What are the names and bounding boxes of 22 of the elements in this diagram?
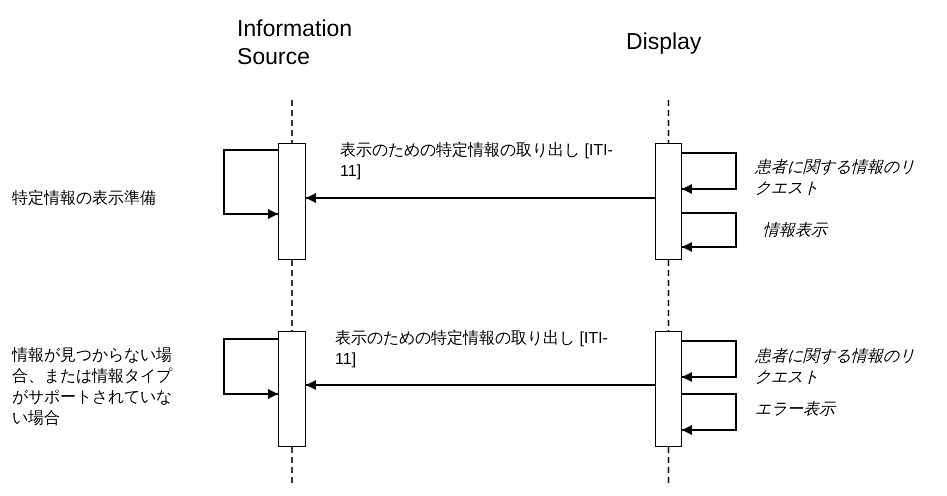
message-arrow bbox=[306, 380, 655, 390]
self-message-arrow bbox=[682, 340, 737, 382]
activation-bar bbox=[655, 331, 682, 447]
message-label: 表示のための特定情報の取り出し [ITI-11] bbox=[340, 140, 614, 182]
activation-bar bbox=[655, 143, 682, 260]
self-message-arrow bbox=[682, 393, 737, 435]
participant-label: Information Source bbox=[237, 14, 357, 70]
self-message-arrow bbox=[682, 212, 737, 252]
lifeline bbox=[291, 447, 293, 485]
activation-bar bbox=[278, 331, 306, 447]
self-message-arrow bbox=[682, 152, 737, 194]
lifeline bbox=[291, 260, 293, 331]
activation-bar bbox=[278, 143, 306, 260]
self-message-arrow bbox=[223, 149, 278, 219]
message-label: 表示のための特定情報の取り出し [ITI-11] bbox=[335, 328, 609, 370]
participant-label: Display bbox=[626, 27, 726, 55]
lifeline bbox=[291, 100, 293, 143]
self-message-arrow bbox=[223, 338, 278, 399]
lifeline bbox=[668, 100, 670, 143]
message-arrow bbox=[306, 193, 655, 203]
lifeline bbox=[668, 260, 670, 331]
lifeline bbox=[668, 447, 670, 485]
